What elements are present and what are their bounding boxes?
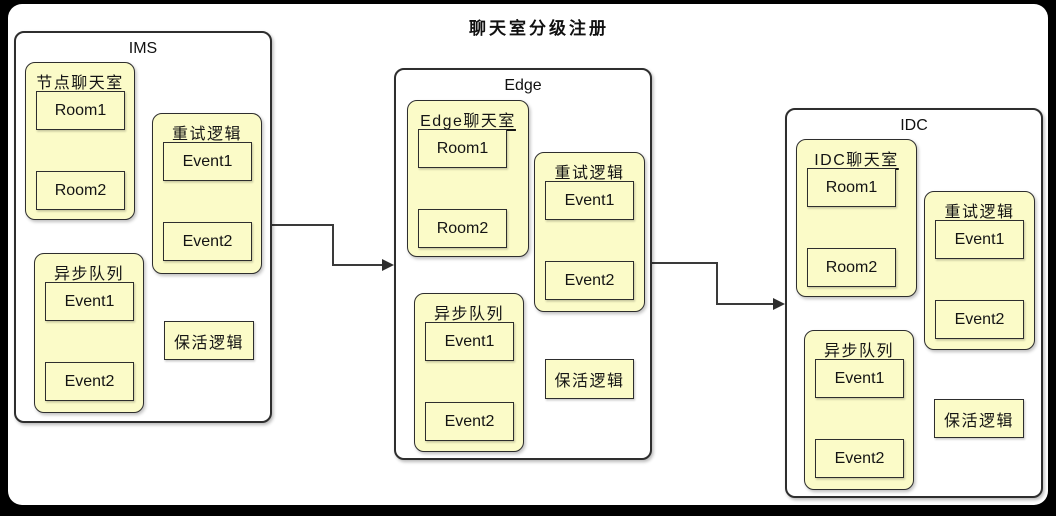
container-edge: Edge Edge聊天室 Room1 Room2 重试逻辑 Event1 Eve… (394, 68, 652, 460)
group-async-queue: 异步队列 Event1 Event2 (804, 330, 914, 490)
group-chat-room: Edge聊天室 Room1 Room2 (407, 100, 529, 257)
keepalive-box: 保活逻辑 (545, 359, 634, 399)
container-ims-label: IMS (128, 40, 158, 57)
event-box: Event2 (163, 222, 252, 261)
event-box: Event1 (425, 322, 514, 361)
event-box: Event1 (815, 359, 904, 398)
event-box: Event2 (815, 439, 904, 478)
room-box: Room2 (807, 248, 896, 287)
group-async-queue-title: 异步队列 (823, 343, 894, 360)
event-box: Event2 (935, 300, 1024, 339)
container-idc: IDC IDC聊天室 Room1 Room2 重试逻辑 Event1 Event… (785, 108, 1043, 498)
keepalive-box: 保活逻辑 (934, 399, 1024, 438)
room-box: Room1 (418, 129, 507, 168)
room-box: Room1 (36, 91, 125, 130)
room-box: Room2 (36, 171, 125, 210)
event-box: Event1 (935, 220, 1024, 259)
room-box: Room2 (418, 209, 507, 248)
group-async-queue-title: 异步队列 (433, 306, 504, 323)
group-chat-room: 节点聊天室 Room1 Room2 (25, 62, 135, 220)
group-retry-logic-title: 重试逻辑 (944, 204, 1015, 221)
event-box: Event1 (545, 181, 634, 220)
group-retry-logic-title: 重试逻辑 (171, 126, 242, 143)
arrow-edge-to-idc (652, 262, 785, 310)
room-box: Room1 (807, 168, 896, 207)
keepalive-box: 保活逻辑 (164, 321, 254, 360)
diagram-canvas: 聊天室分级注册 IMS 节点聊天室 Room1 Room2 重试逻辑 Event… (8, 4, 1048, 505)
group-retry-logic: 重试逻辑 Event1 Event2 (534, 152, 645, 312)
group-async-queue: 异步队列 Event1 Event2 (34, 253, 144, 413)
arrow-ims-to-edge (272, 224, 394, 271)
event-box: Event1 (163, 142, 252, 181)
group-chat-room: IDC聊天室 Room1 Room2 (796, 139, 917, 297)
group-retry-logic-title: 重试逻辑 (554, 165, 625, 182)
event-box: Event2 (45, 362, 134, 401)
event-box: Event2 (425, 402, 514, 441)
group-async-queue: 异步队列 Event1 Event2 (414, 293, 524, 452)
group-async-queue-title: 异步队列 (53, 266, 124, 283)
group-chat-room-title: Edge聊天室 (420, 113, 516, 130)
container-ims: IMS 节点聊天室 Room1 Room2 重试逻辑 Event1 Event2… (14, 31, 272, 423)
event-box: Event1 (45, 282, 134, 321)
group-chat-room-title: IDC聊天室 (814, 152, 899, 169)
group-retry-logic: 重试逻辑 Event1 Event2 (924, 191, 1035, 350)
diagram-title: 聊天室分级注册 (469, 19, 609, 38)
group-retry-logic: 重试逻辑 Event1 Event2 (152, 113, 262, 274)
group-chat-room-title: 节点聊天室 (36, 75, 124, 92)
container-idc-label: IDC (900, 117, 928, 134)
container-edge-label: Edge (504, 77, 542, 94)
event-box: Event2 (545, 261, 634, 300)
